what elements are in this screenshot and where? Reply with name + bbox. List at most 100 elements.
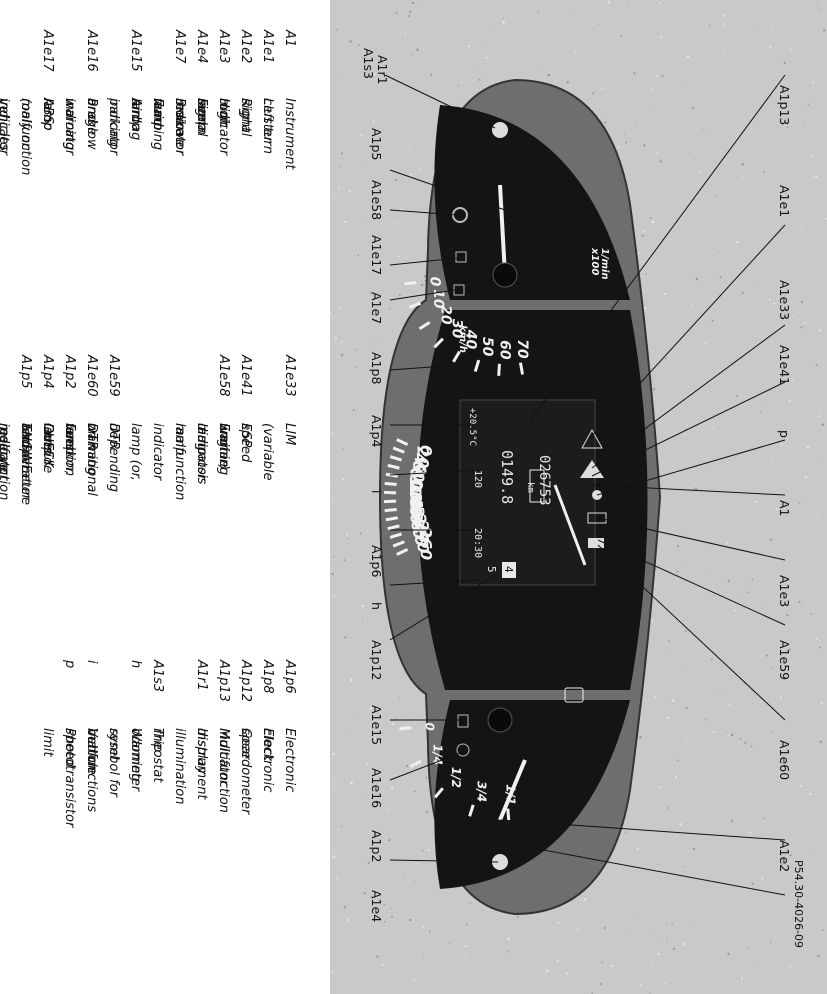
clock-value: 20:30 [472, 528, 483, 558]
legend-description-line: Engine diagnosis malfunction [172, 423, 231, 501]
dial-tick-label: 20 [413, 446, 432, 468]
dial-tick [418, 321, 431, 331]
dial-tick-label: 40 [463, 329, 479, 350]
callout-a1e4: A1e4 [369, 890, 384, 922]
dial-tick-label: 60 [409, 460, 428, 482]
speed-limit-value: 120 [472, 470, 483, 488]
dial-tick-label: 0 [416, 445, 435, 456]
legend-code: p [62, 660, 77, 669]
dial-tick [392, 446, 405, 454]
fuel-gauge-face [434, 700, 630, 889]
tachometer-unit-line1: x100 [589, 247, 600, 275]
legend-description-line: Phototransistor [62, 728, 77, 828]
callout-a1e41: A1e41 [777, 345, 792, 385]
legend-code: A1e7 [172, 30, 187, 64]
dial-tick [452, 350, 461, 363]
legend-description-line: Tachometer [18, 423, 33, 500]
dial-tick-label: 0 [422, 722, 436, 730]
dial-tick [433, 337, 444, 349]
callout-a1e7: A1e7 [369, 292, 384, 324]
legend-code: A1e60 [84, 355, 99, 397]
speedometer-unit: km/h [457, 325, 468, 353]
legend-code: A1e17 [40, 30, 55, 72]
callout-leader-lines [384, 74, 786, 896]
legend-code: A1 [282, 30, 297, 48]
dial-tick [396, 438, 409, 446]
gear-indicator-top: 5 [485, 566, 498, 573]
dial-tick-label: 160 [407, 491, 426, 524]
esp-warning-icon [581, 428, 603, 449]
dial-tick-label: 70 [514, 339, 530, 359]
dial-tick-label: 120 [406, 477, 425, 510]
callout-a1p2: A1p2 [369, 830, 384, 862]
abs-warning-icon [455, 251, 467, 263]
legend-description: Tachometer [14, 423, 36, 500]
callout-a1: A1 [777, 500, 792, 517]
legend-code: A1e59 [106, 355, 121, 397]
callout-a1e33: A1e33 [777, 280, 792, 320]
preglow-icon [456, 743, 470, 757]
legend-description-line: Warning symbol for [106, 728, 143, 797]
tachometer-hub [492, 262, 518, 288]
callout-h: h [369, 602, 384, 610]
legend-code: A1p2 [62, 355, 77, 389]
gear-indicator-box [502, 562, 516, 578]
legend-code: A1e15 [128, 30, 143, 72]
dial-tick [497, 363, 501, 376]
legend-code: A1e1 [260, 30, 275, 64]
callout-a1p13: A1p13 [777, 85, 792, 125]
dial-tick-label: 1/4 [430, 744, 444, 765]
legend-description: ABS malfunction indicator lamp [0, 98, 58, 175]
dial-tick-label: 200 [409, 506, 428, 539]
callout-a1p4: A1p4 [369, 415, 384, 447]
fuel-gauge-hub [487, 707, 513, 733]
callout-i: i [369, 490, 384, 493]
dial-tick [518, 362, 525, 375]
dial-tick-label: 10 [430, 289, 446, 309]
legend-code: A1p13 [216, 660, 231, 702]
dial-tick-label: 50 [479, 337, 495, 357]
speedometer-needle [553, 484, 587, 566]
dial-tick-label: 30 [449, 319, 465, 339]
callout-a1p5: A1p5 [369, 128, 384, 160]
callout-a1r1: A1r1 [375, 55, 390, 85]
callout-a1p6: A1p6 [369, 545, 384, 577]
legend-code: A1e16 [84, 30, 99, 72]
dial-tick [506, 808, 511, 821]
figure-code: P54.30-4026-09 [792, 860, 805, 949]
fuel-pump-icon [564, 687, 584, 703]
dial-tick [392, 540, 405, 548]
callout-a1e60: A1e60 [777, 740, 792, 780]
callout-labels: A1r1 A1s3 A1p13 A1p5 A1e1 A1e58 A1e33 A1… [361, 48, 792, 922]
dial-tick [468, 804, 475, 817]
dtr-warning-icon [588, 538, 604, 548]
callout-p: p [777, 430, 792, 438]
fuel-gauge-needle [498, 759, 527, 821]
callout-a1p8: A1p8 [369, 352, 384, 384]
dial-tick-label: 60 [496, 340, 512, 360]
legend-code: A1e3 [216, 30, 231, 64]
legend-code: A1e2 [238, 30, 253, 64]
dial-tick [404, 281, 417, 286]
trip-reset-button[interactable] [492, 854, 508, 870]
legend-description-line: Instrument illumination [172, 728, 209, 805]
dial-tick [389, 455, 403, 462]
tachometer-unit-line2: 1/min [599, 248, 610, 280]
dial-tick [408, 301, 422, 309]
legend-code: A1p4 [40, 355, 55, 389]
dial-tick [384, 481, 397, 487]
dial-tick [385, 516, 398, 522]
legend-code: i [84, 660, 99, 664]
legend-description: Phototransistor [58, 728, 80, 827]
dial-tick [433, 787, 444, 799]
multifunction-display [459, 399, 596, 586]
tachometer-needle [498, 184, 507, 276]
legend-code: A1p6 [282, 660, 297, 694]
dial-tick [473, 359, 481, 372]
